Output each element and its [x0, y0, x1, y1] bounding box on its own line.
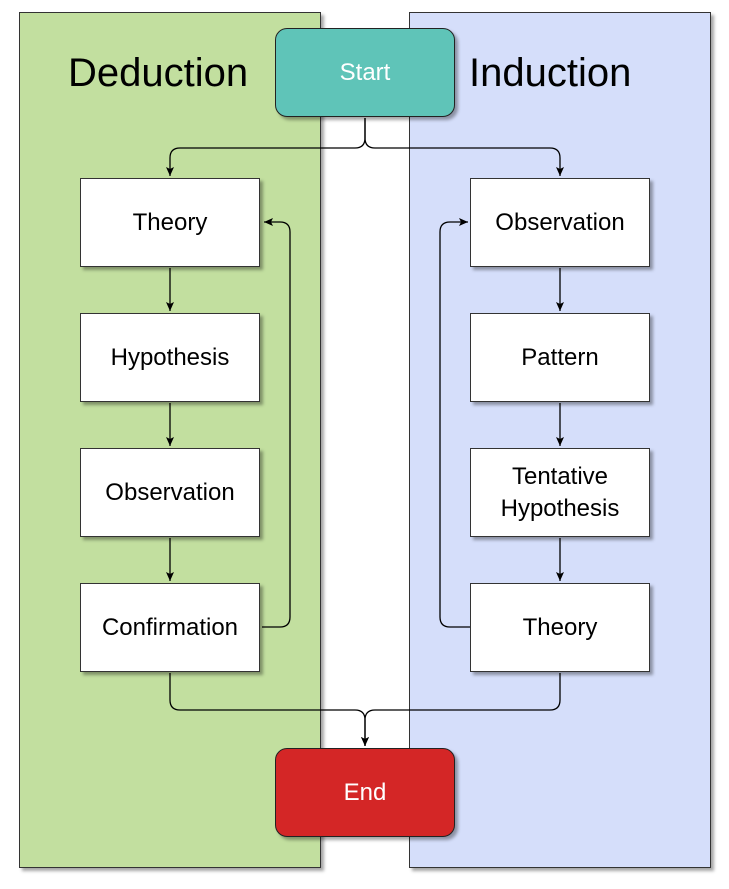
node-label: Tentative Hypothesis — [500, 462, 620, 522]
induction-theory-node[interactable]: Theory — [470, 583, 650, 672]
induction-tentative-hypothesis-node[interactable]: Tentative Hypothesis — [470, 448, 650, 537]
deduction-confirmation-node[interactable]: Confirmation — [80, 583, 260, 672]
confirmation-to-end-connector — [169, 673, 369, 746]
start-label: Start — [339, 58, 391, 86]
induction-pattern-node[interactable]: Pattern — [470, 313, 650, 402]
node-label: Confirmation — [101, 613, 239, 641]
induction-observation-node[interactable]: Observation — [470, 178, 650, 267]
start-to-observation-connector — [364, 118, 564, 176]
node-label: Pattern — [521, 343, 599, 371]
theory-to-end-connector — [361, 673, 561, 746]
deduction-lane-title: Deduction — [68, 51, 249, 95]
deduction-theory-node[interactable]: Theory — [80, 178, 260, 267]
end-terminal[interactable]: End — [275, 748, 455, 837]
induction-lane-title: Induction — [469, 51, 632, 95]
deduction-hypothesis-node[interactable]: Hypothesis — [80, 313, 260, 402]
confirmation-to-theory-loop — [262, 218, 291, 628]
deduction-observation-node[interactable]: Observation — [80, 448, 260, 537]
start-to-theory-connector — [166, 118, 366, 176]
start-terminal[interactable]: Start — [275, 28, 455, 117]
node-label: Hypothesis — [110, 343, 230, 371]
end-label: End — [343, 778, 387, 806]
node-label: Theory — [522, 613, 598, 641]
node-label: Observation — [105, 478, 235, 506]
node-label: Theory — [132, 208, 208, 236]
theory-to-observation-loop — [439, 218, 470, 628]
node-label: Observation — [495, 208, 625, 236]
